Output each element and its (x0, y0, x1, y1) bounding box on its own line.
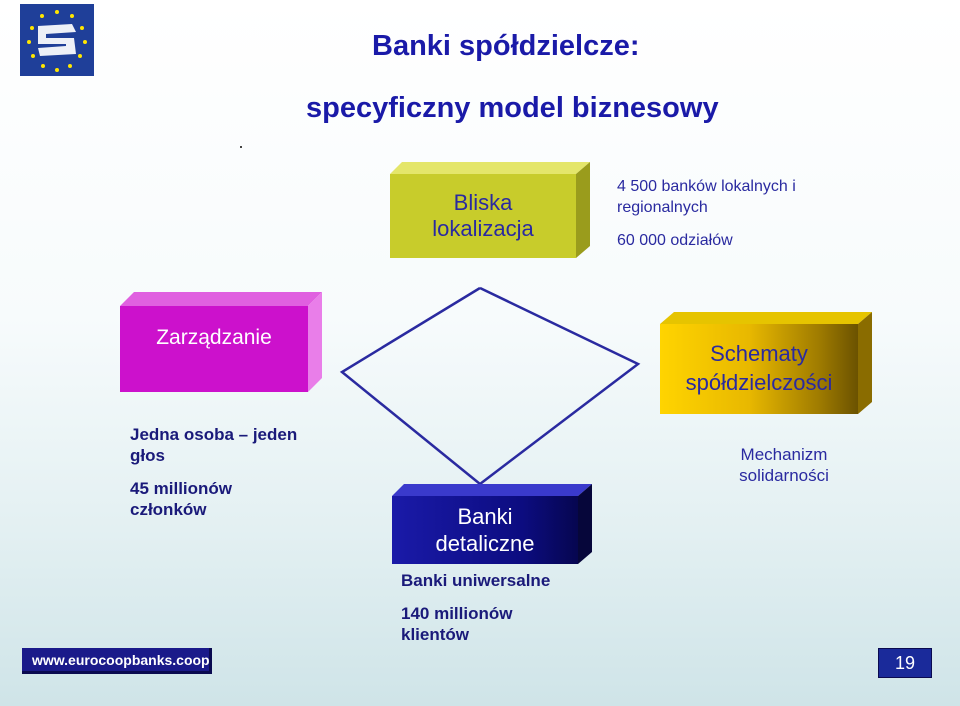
info-zarzadzanie-line3: 45 millionów (130, 479, 233, 498)
box-zarzadzanie-label: Zarządzanie (156, 326, 272, 349)
page-subtitle: specyficzny model biznesowy (306, 92, 719, 124)
box-bliska-line1: Bliska (453, 189, 513, 215)
info-zarzadzanie-line4: członków (130, 500, 207, 519)
footer-url-link[interactable]: www.eurocoopbanks.coop (22, 648, 212, 674)
box-banki-face: Banki detaliczne (392, 496, 578, 564)
info-bliska: 4 500 banków lokalnych i regionalnych 60… (617, 176, 796, 251)
box-schematy-line2: spółdzielczości (685, 370, 833, 395)
info-zarzadzanie: Jedna osoba – jeden głos 45 millionów cz… (130, 424, 297, 520)
box-schematy-face: Schematy spółdzielczości (660, 324, 858, 414)
page-title: Banki spółdzielcze: (372, 30, 640, 62)
eacb-logo-icon (20, 4, 94, 76)
box-banki-detaliczne: Banki detaliczne (392, 484, 592, 564)
info-zarzadzanie-line2: głos (130, 446, 165, 465)
info-schematy-line1: Mechanizm (740, 445, 828, 464)
info-schematy: Mechanizm solidarności (700, 444, 868, 486)
box-bliska-face: Bliska lokalizacja (390, 174, 576, 258)
info-banki-line3: klientów (401, 625, 470, 644)
info-bliska-line3: 60 000 odziałów (617, 232, 733, 249)
info-zarzadzanie-line1: Jedna osoba – jeden (130, 425, 298, 444)
box-banki-line1: Banki (457, 503, 513, 529)
diamond-connector (339, 286, 641, 486)
info-bliska-line2: regionalnych (617, 199, 708, 216)
info-banki: Banki uniwersalne 140 millionów klientów (401, 570, 550, 645)
info-bliska-line1: 4 500 banków lokalnych i (617, 178, 796, 195)
info-banki-line2: 140 millionów (401, 604, 513, 623)
box-zarzadzanie-face: Zarządzanie (120, 306, 308, 392)
info-banki-line1: Banki uniwersalne (401, 571, 551, 590)
info-schematy-line2: solidarności (739, 466, 829, 485)
box-zarzadzanie: Zarządzanie (120, 292, 322, 392)
box-schematy-line1: Schematy (710, 341, 808, 367)
box-banki-line2: detaliczne (435, 531, 535, 556)
page-number: 19 (878, 648, 932, 678)
box-schematy: Schematy spółdzielczości (660, 312, 872, 414)
box-bliska-lokalizacja: Bliska lokalizacja (390, 162, 590, 258)
box-bliska-line2: lokalizacja (432, 216, 534, 241)
stray-dot (240, 146, 242, 148)
